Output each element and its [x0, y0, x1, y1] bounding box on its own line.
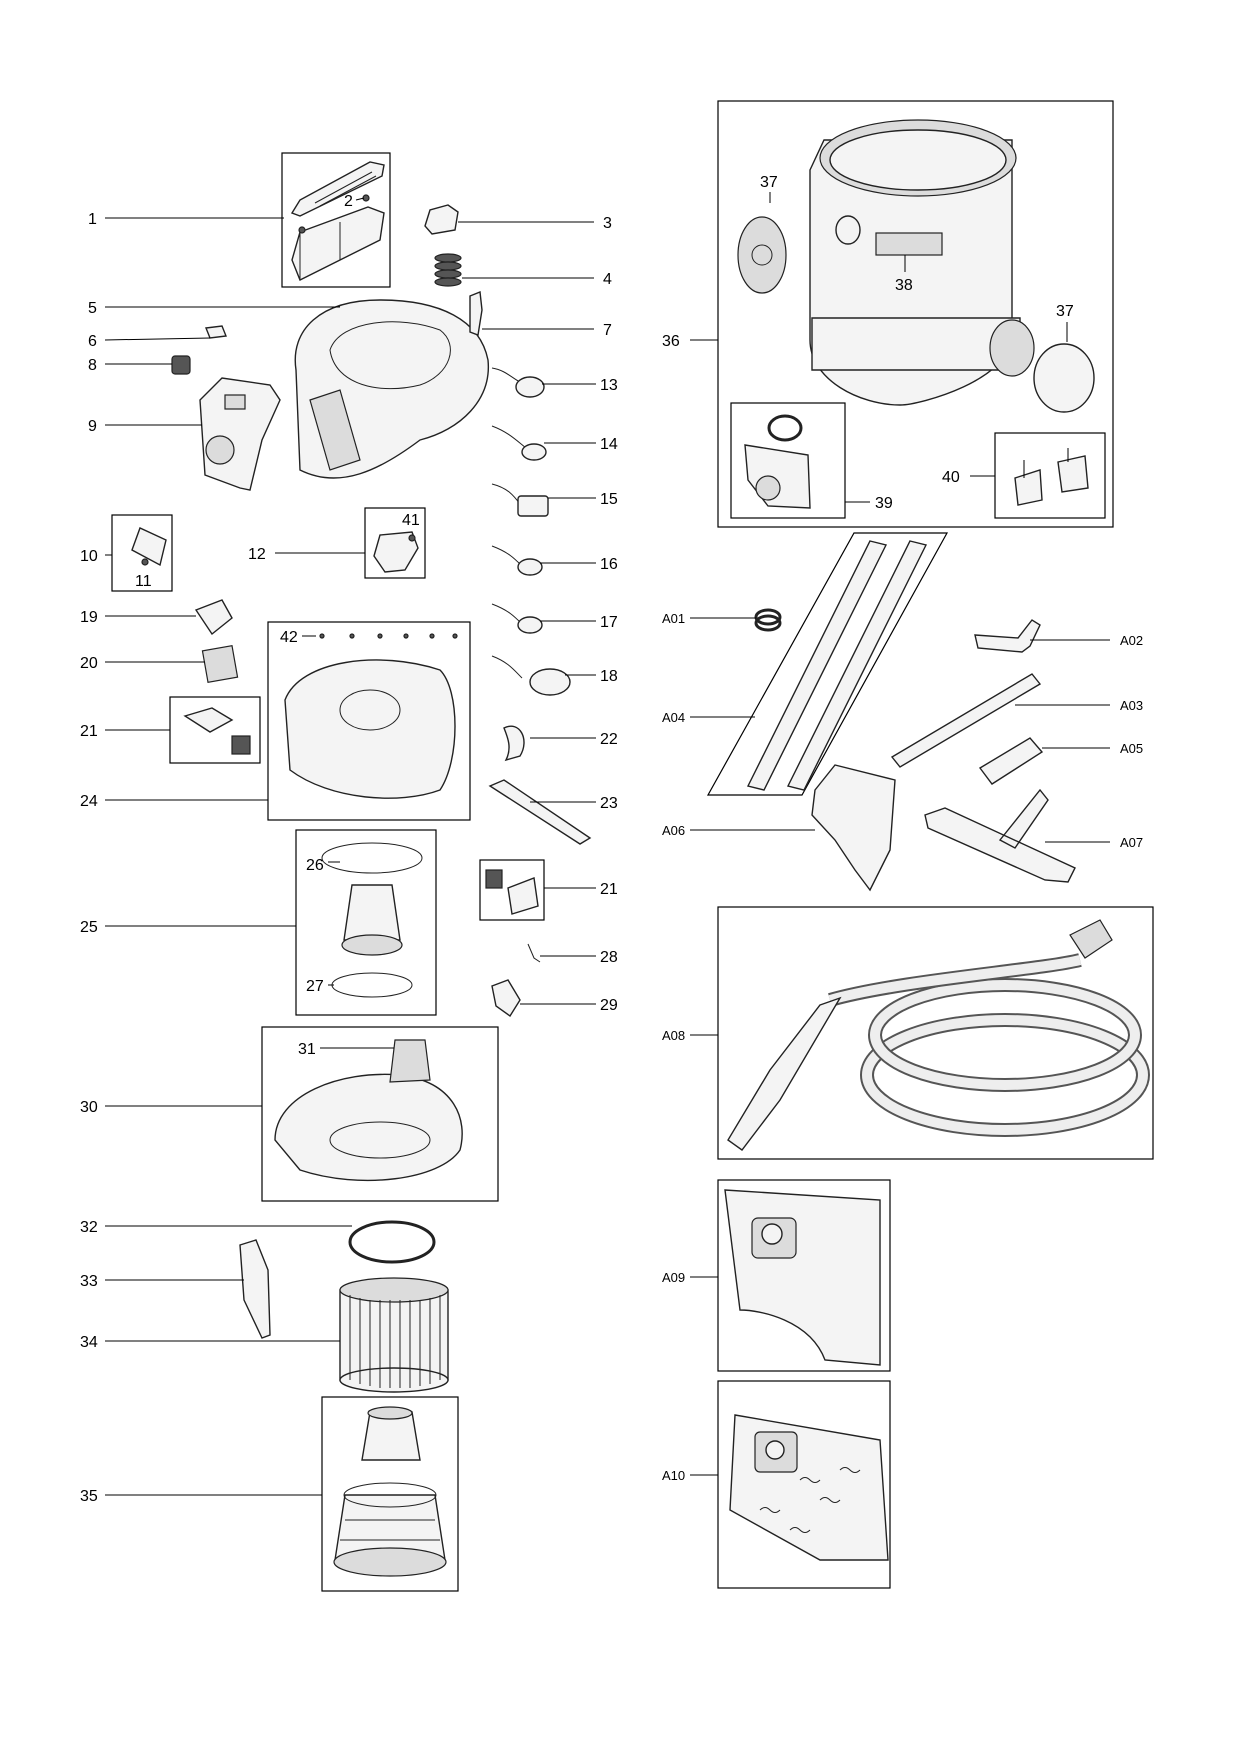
label-7: 7 [603, 322, 612, 339]
label-10: 10 [80, 548, 98, 565]
label-32: 32 [80, 1219, 98, 1236]
plug-15 [491, 483, 596, 517]
part-33-flap [239, 1239, 271, 1339]
label-30: 30 [80, 1099, 98, 1116]
label-35: 35 [80, 1488, 98, 1505]
part-25-motor-box [295, 829, 437, 1016]
handle-assembly [281, 152, 391, 288]
label-39: 39 [875, 495, 893, 512]
label-a03: A03 [1120, 698, 1143, 713]
label-40: 40 [942, 469, 960, 486]
label-a07: A07 [1120, 835, 1143, 850]
label-16: 16 [600, 556, 618, 573]
plug-17 [491, 603, 596, 634]
label-24: 24 [80, 793, 98, 810]
label-a08: A08 [662, 1028, 685, 1043]
part-a08-hose [717, 906, 1154, 1160]
part-22-clip [503, 725, 525, 762]
label-37-top: 37 [760, 174, 778, 191]
part-9-panel [199, 377, 281, 491]
label-20: 20 [80, 655, 98, 672]
label-23: 23 [600, 795, 618, 812]
part-a07-floor-nozzle [924, 788, 1076, 883]
part-10-box [111, 514, 173, 592]
label-14: 14 [600, 436, 618, 453]
part-24-box [267, 621, 471, 821]
label-a04: A04 [662, 710, 685, 725]
part-7-lever [469, 291, 483, 336]
part-21-box-left [169, 696, 261, 764]
label-37-bottom: 37 [1056, 303, 1074, 320]
label-a05: A05 [1120, 741, 1143, 756]
label-29: 29 [600, 997, 618, 1014]
label-9: 9 [88, 418, 97, 435]
label-38: 38 [895, 277, 913, 294]
label-15: 15 [600, 491, 618, 508]
part-34-filter [339, 1277, 449, 1393]
part-5-top-cover [294, 299, 489, 479]
label-5: 5 [88, 300, 97, 317]
part-4-spring [434, 253, 462, 287]
label-36: 36 [662, 333, 680, 350]
part-29-clamp [491, 979, 521, 1018]
part-32-gasket [348, 1220, 436, 1264]
label-a09: A09 [662, 1270, 685, 1285]
label-a10: A10 [662, 1468, 685, 1483]
part-a01-clamp [754, 608, 782, 632]
label-21-left: 21 [80, 723, 98, 740]
plug-18 [491, 655, 596, 696]
label-41: 41 [402, 512, 420, 529]
label-17: 17 [600, 614, 618, 631]
part-a06-holder [811, 764, 896, 892]
plug-16 [491, 545, 596, 576]
part-28-wire [527, 943, 541, 963]
label-a02: A02 [1120, 633, 1143, 648]
label-22: 22 [600, 731, 618, 748]
part-a03-tube [890, 673, 1042, 768]
part-12-box [364, 507, 426, 579]
label-3: 3 [603, 215, 612, 232]
label-11: 11 [135, 573, 152, 590]
part-39-box [730, 402, 846, 519]
label-19: 19 [80, 609, 98, 626]
part-3-clip [424, 204, 459, 235]
label-8: 8 [88, 357, 97, 374]
part-6-brush [205, 325, 227, 339]
label-21-right: 21 [600, 881, 618, 898]
part-21-box-right [479, 859, 545, 921]
part-35-box [321, 1396, 459, 1592]
label-a01: A01 [662, 611, 685, 626]
part-a05-adapter [978, 737, 1044, 785]
label-31: 31 [298, 1041, 316, 1058]
label-18: 18 [600, 668, 618, 685]
label-33: 33 [80, 1273, 98, 1290]
label-12: 12 [248, 546, 266, 563]
label-4: 4 [603, 271, 612, 288]
part-a02-nozzle [974, 619, 1041, 653]
label-28: 28 [600, 949, 618, 966]
label-42: 42 [280, 629, 298, 646]
part-a09-bag [717, 1179, 891, 1372]
part-30-box [261, 1026, 499, 1202]
part-a04-tubes [706, 532, 949, 796]
plug-13 [491, 367, 596, 398]
label-27: 27 [306, 978, 324, 995]
label-a06: A06 [662, 823, 685, 838]
part-36-container-box [717, 100, 1114, 528]
label-1: 1 [88, 211, 97, 228]
label-34: 34 [80, 1334, 98, 1351]
part-23-strap [488, 779, 592, 845]
label-6: 6 [88, 333, 97, 350]
label-2: 2 [344, 193, 353, 210]
plug-14 [491, 425, 596, 461]
label-26: 26 [306, 857, 324, 874]
part-8-switch [171, 355, 191, 375]
part-20-board [201, 644, 239, 684]
part-19-bracket [194, 599, 233, 636]
label-25: 25 [80, 919, 98, 936]
part-40-box [994, 432, 1106, 519]
part-a10-bag [717, 1380, 891, 1589]
label-13: 13 [600, 377, 618, 394]
